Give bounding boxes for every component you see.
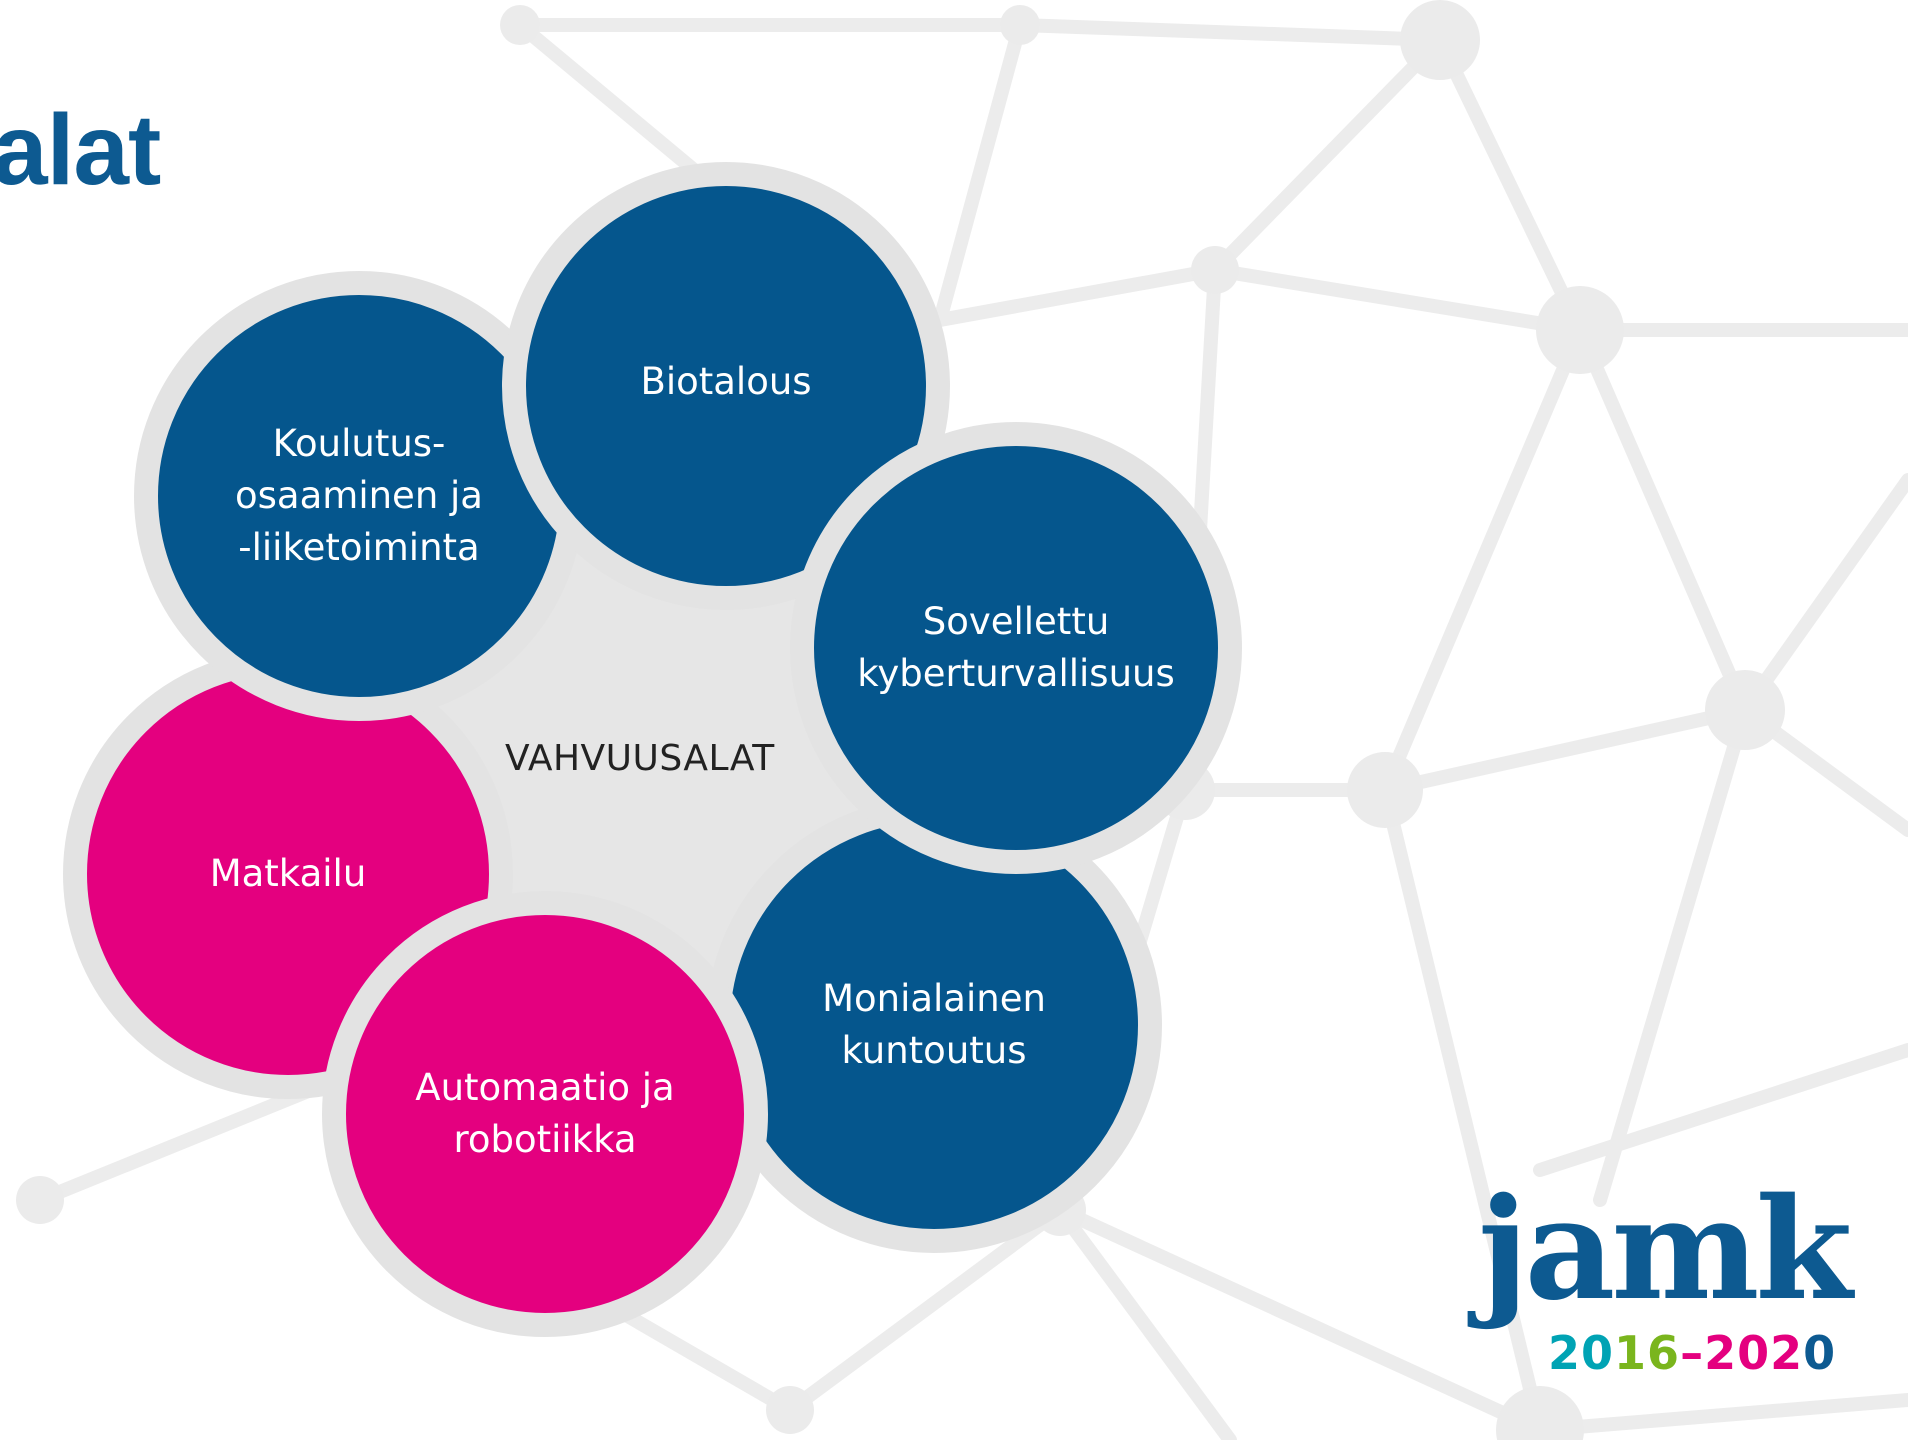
jamk-logo: jamk 2016–2020 [1478, 1168, 1853, 1380]
logo-year-char: 6 [1647, 1326, 1681, 1380]
circle-label-line: kuntoutus [841, 1029, 1027, 1072]
page-title: alat [0, 94, 161, 206]
circle-automaatio-ja-robotiikka: Automaatio ja robotiikka [322, 891, 768, 1337]
logo-year-char: 2 [1704, 1326, 1738, 1380]
logo-year-char: 2 [1770, 1326, 1804, 1380]
circle-label-line: Matkailu [209, 852, 367, 895]
circle-label-line: -liiketoiminta [238, 526, 480, 569]
circle-sovellettu-kyberturvallisuus: Sovellettu kyberturvallisuus [790, 422, 1242, 874]
logo-wordmark: jamk [1478, 1168, 1853, 1332]
logo-year-char: 0 [1737, 1326, 1771, 1380]
circle-label-line: osaaminen ja [235, 474, 483, 517]
circle-label-line: Sovellettu [922, 600, 1110, 643]
circle-label-line: Monialainen [822, 977, 1046, 1020]
circle-label-line: Automaatio ja [415, 1066, 675, 1109]
circle-monialainen-kuntoutus: Monialainen kuntoutus [706, 797, 1162, 1253]
logo-years: 2016–2020 [1548, 1330, 1836, 1376]
logo-year-char: 2 [1548, 1326, 1582, 1380]
circle-label-line: robotiikka [453, 1118, 637, 1161]
logo-year-char: 0 [1581, 1326, 1615, 1380]
logo-year-char: – [1680, 1326, 1705, 1380]
circle-label-line: Biotalous [640, 360, 812, 403]
logo-year-char: 0 [1803, 1326, 1837, 1380]
circle-label-line: Koulutus- [272, 422, 446, 465]
logo-year-char: 1 [1614, 1326, 1648, 1380]
center-label: VAHVUUSALAT [505, 738, 775, 779]
circle-label-line: kyberturvallisuus [857, 652, 1175, 695]
